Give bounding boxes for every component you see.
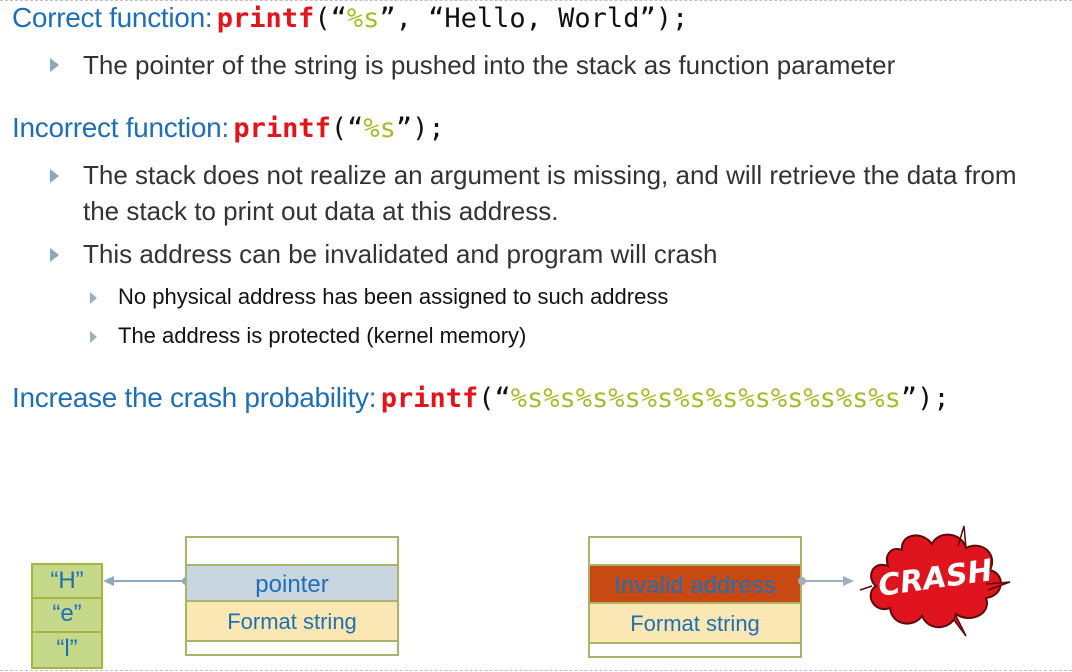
- left-stack-frame: pointer Format string: [185, 536, 399, 656]
- bullet-arrow-icon: [90, 331, 97, 343]
- correct-bullet: The pointer of the string is pushed into…: [83, 50, 896, 80]
- incorrect-bullet1-line2: the stack to print out data at this addr…: [83, 196, 559, 226]
- right-format-cell: Format string: [590, 604, 800, 644]
- bullet-arrow-icon: [90, 292, 97, 304]
- increase-rest: ”);: [900, 383, 950, 414]
- char-cell-l: “l”: [31, 631, 103, 669]
- increase-fn: printf: [380, 383, 479, 414]
- bullet-arrow-icon: [50, 248, 59, 262]
- incorrect-rest: ”);: [395, 113, 445, 144]
- incorrect-function-line: Incorrect function: printf(“%s”);: [12, 112, 445, 144]
- correct-open: (“: [314, 3, 347, 34]
- char-cell-h: “H”: [31, 563, 103, 599]
- increase-line: Increase the crash probability: printf(“…: [12, 382, 950, 414]
- crash-burst-icon: CRASH: [859, 525, 1011, 637]
- incorrect-sub1: No physical address has been assigned to…: [118, 284, 669, 309]
- correct-code: printf(“%s”, “Hello, World”);: [217, 3, 688, 34]
- left-format-cell: Format string: [187, 602, 397, 642]
- bottom-divider: [0, 670, 1072, 671]
- invalid-address-cell: Invalid address: [590, 564, 800, 604]
- bullet-arrow-icon: [50, 58, 59, 72]
- incorrect-open: (“: [330, 113, 364, 144]
- pointer-cell: pointer: [187, 564, 397, 602]
- increase-heading: Increase the crash probability:: [12, 382, 377, 413]
- connector-arrow-icon: [103, 576, 190, 586]
- char-cell-e: “e”: [31, 597, 103, 633]
- right-stack-frame: Invalid address Format string: [588, 536, 802, 658]
- increase-open: (“: [478, 383, 511, 414]
- incorrect-fmt: %s: [363, 113, 396, 144]
- top-divider: [0, 0, 1072, 1]
- incorrect-sub2: The address is protected (kernel memory): [118, 323, 527, 348]
- correct-rest: ”, “Hello, World”);: [379, 3, 689, 34]
- bullet-arrow-icon: [50, 169, 59, 183]
- incorrect-bullet2: This address can be invalidated and prog…: [83, 239, 718, 269]
- incorrect-fn: printf: [233, 113, 331, 144]
- correct-fmt: %s: [346, 3, 380, 34]
- incorrect-bullet1-line1: The stack does not realize an argument i…: [83, 160, 1017, 190]
- incorrect-code: printf(“%s”);: [233, 113, 444, 144]
- increase-fmt: %s%s%s%s%s%s%s%s%s%s%s%s: [510, 383, 901, 414]
- incorrect-heading: Incorrect function:: [12, 112, 229, 143]
- correct-fn: printf: [216, 3, 315, 34]
- correct-heading: Correct function:: [12, 2, 213, 33]
- increase-code: printf(“%s%s%s%s%s%s%s%s%s%s%s%s”);: [381, 383, 950, 414]
- correct-function-line: Correct function: printf(“%s”, “Hello, W…: [12, 2, 688, 34]
- connector-arrow-icon: [798, 576, 854, 586]
